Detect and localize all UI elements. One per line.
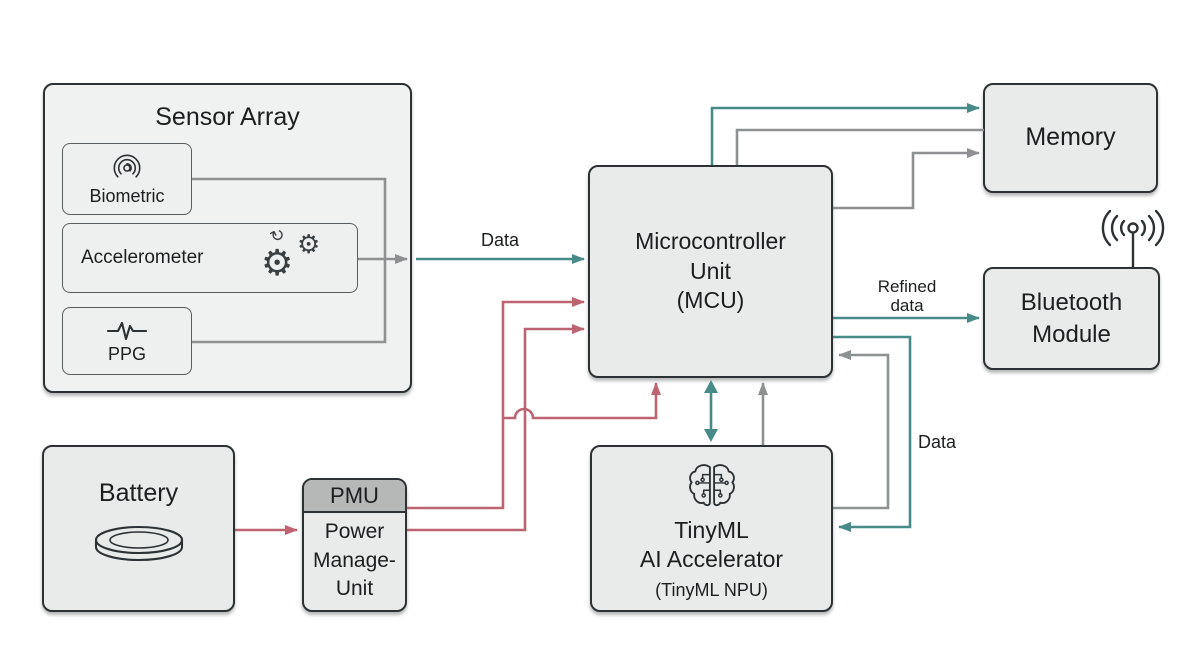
pmu-header-label: PMU	[330, 482, 379, 508]
tinyml-block: TinyML AI Accelerator (TinyML NPU)	[590, 445, 833, 612]
sensor-array-title: Sensor Array	[155, 103, 300, 131]
biometric-label: Biometric	[89, 185, 165, 206]
tinyml-line2: AI Accelerator	[639, 545, 784, 572]
refined-data-line1: Refined	[877, 277, 937, 296]
ppg-block: PPG	[62, 307, 192, 375]
ppg-label: PPG	[107, 344, 146, 364]
mcu-label: Microcontroller Unit (MCU)	[590, 167, 831, 376]
bluetooth-line2: Module	[1032, 320, 1111, 348]
coin-cell-icon	[94, 525, 183, 562]
mcu-line3: (MCU)	[676, 287, 745, 314]
pmu-line3: Unit	[335, 577, 374, 601]
tinyml-line3: (TinyML NPU)	[655, 579, 768, 600]
battery-block: Battery	[42, 445, 235, 612]
data-label-sensor-mcu: Data	[480, 230, 520, 250]
bluetooth-block: Bluetooth Module	[983, 267, 1160, 370]
tinyml-line1: TinyML	[674, 517, 749, 543]
bluetooth-line1: Bluetooth	[1020, 289, 1123, 317]
refined-data-label: Refined data	[863, 277, 951, 315]
mcu-block: Microcontroller Unit (MCU)	[588, 165, 833, 378]
pmu-line1: Power	[324, 520, 385, 544]
bluetooth-label: Bluetooth Module	[985, 269, 1158, 368]
accelerometer-block: Accelerometer ⚙ ⚙ ↻	[62, 223, 358, 293]
antenna-icon	[1101, 209, 1165, 269]
pmu-header: PMU	[304, 480, 405, 513]
sensor-array-block: Sensor Array Biometric Accelerometer ⚙ ⚙…	[43, 83, 412, 393]
tinyml-content: TinyML AI Accelerator (TinyML NPU)	[592, 447, 831, 610]
data-label-mcu-tinyml: Data	[918, 432, 957, 452]
brain-circuit-icon	[688, 464, 735, 507]
mcu-line1: Microcontroller	[635, 227, 786, 254]
gear-large-icon: ⚙	[261, 243, 294, 284]
refined-data-line2: data	[890, 296, 924, 316]
gear-small-icon: ⚙	[297, 230, 321, 260]
battery-label: Battery	[98, 479, 179, 507]
mcu-line2: Unit	[690, 257, 731, 284]
gears-icon: ⚙ ⚙ ↻	[257, 224, 329, 288]
memory-block: Memory	[983, 83, 1158, 193]
pmu-body: Power Manage- Unit	[304, 513, 405, 609]
pmu-block: PMU Power Manage- Unit	[302, 478, 407, 612]
memory-label: Memory	[1025, 123, 1116, 152]
fingerprint-icon	[113, 153, 141, 178]
pmu-line2: Manage-	[313, 548, 396, 572]
accelerometer-label: Accelerometer	[81, 247, 204, 268]
biometric-block: Biometric	[62, 143, 192, 215]
waveform-icon	[106, 321, 148, 341]
